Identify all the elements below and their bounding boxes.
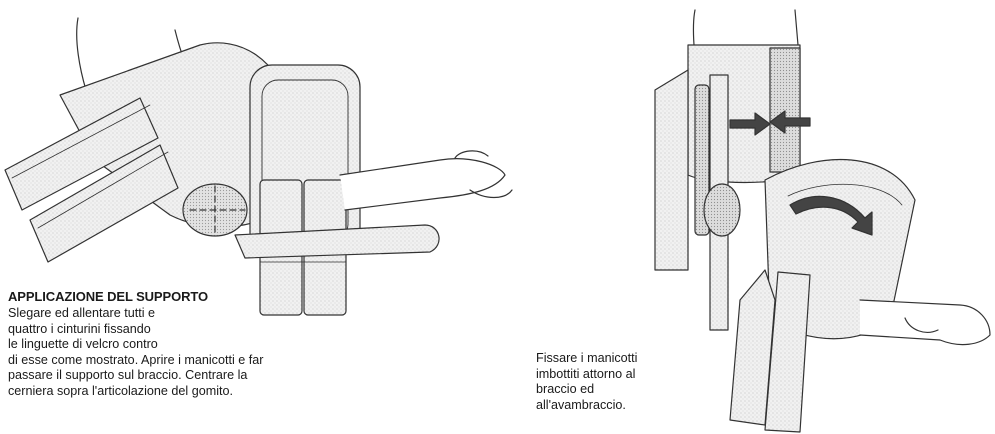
instruction-line: di esse come mostrato. Aprire i manicott… [8, 353, 353, 369]
instruction-line: Fissare i manicotti [536, 351, 666, 367]
upper-strap-1 [655, 70, 688, 270]
instruction-line: Slegare ed allentare tutti e [8, 306, 353, 322]
fastening-instructions: Fissare i manicotti imbottiti attorno al… [536, 351, 666, 413]
brace-application-illustration [0, 0, 560, 330]
instruction-line: le linguette di velcro contro [8, 337, 353, 353]
forearm [860, 300, 990, 345]
section-heading: APPLICAZIONE DEL SUPPORTO [8, 288, 353, 305]
instruction-line: quattro i cinturini fissando [8, 322, 353, 338]
hinge [704, 184, 740, 236]
instruction-line: cerniera sopra l'articolazione del gomit… [8, 384, 353, 400]
forearm [340, 159, 505, 210]
instruction-line: all'avambraccio. [536, 398, 666, 414]
application-instructions: APPLICAZIONE DEL SUPPORTO Slegare ed all… [8, 288, 353, 400]
instruction-line: imbottiti attorno al [536, 367, 666, 383]
instruction-line: passare il supporto sul braccio. Centrar… [8, 368, 353, 384]
instruction-line: braccio ed [536, 382, 666, 398]
